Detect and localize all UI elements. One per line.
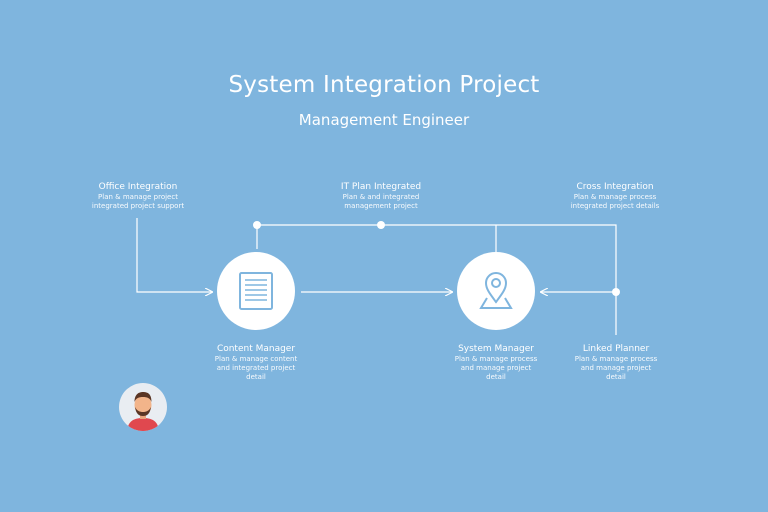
bottom-label-left: Content Manager Plan & manage content an… [186,344,326,382]
label-line: Plan & manage content [214,355,298,363]
label-line: Plan & manage project [98,193,178,201]
label-line: Plan & and integrated [342,193,420,201]
avatar [119,383,167,431]
label-line: and manage project [580,364,652,372]
content-node[interactable] [217,252,295,330]
label-line: integrated project support [91,202,185,210]
label-heading: System Manager [458,344,534,354]
label-heading: IT Plan Integrated [340,182,422,192]
diagram-subtitle: Management Engineer [298,111,470,129]
label-line: Plan & manage process [454,355,538,363]
top-label-right: Cross Integration Plan & manage process … [545,182,685,211]
connector-left [136,218,212,292]
connector-top-bus [256,224,617,292]
system-node[interactable] [457,252,535,330]
location-pin-icon [479,272,513,309]
bottom-label-right: Linked Planner Plan & manage process and… [546,344,686,382]
top-label-left: Office Integration Plan & manage project… [68,182,208,211]
bottom-label-center: System Manager Plan & manage process and… [426,344,566,382]
label-line: and manage project [460,364,532,372]
junction-dot-right [612,288,620,296]
user-avatar-icon [127,392,159,431]
label-heading: Linked Planner [582,344,650,354]
label-line: detail [486,373,506,381]
label-heading: Office Integration [98,182,178,192]
label-line: detail [246,373,266,381]
top-label-center: IT Plan Integrated Plan & and integrated… [311,182,451,211]
junction-dot-mid [377,221,385,229]
label-heading: Content Manager [216,344,296,354]
label-line: detail [606,373,626,381]
junction-dot-left [253,221,261,229]
diagram-title: System Integration Project [228,72,540,98]
label-line: Plan & manage process [573,193,657,201]
label-line: Plan & manage process [574,355,658,363]
label-line: management project [344,202,418,210]
label-heading: Cross Integration [576,182,654,192]
label-line: and integrated project [216,364,296,372]
document-icon [239,272,273,310]
label-line: integrated project details [570,202,660,210]
